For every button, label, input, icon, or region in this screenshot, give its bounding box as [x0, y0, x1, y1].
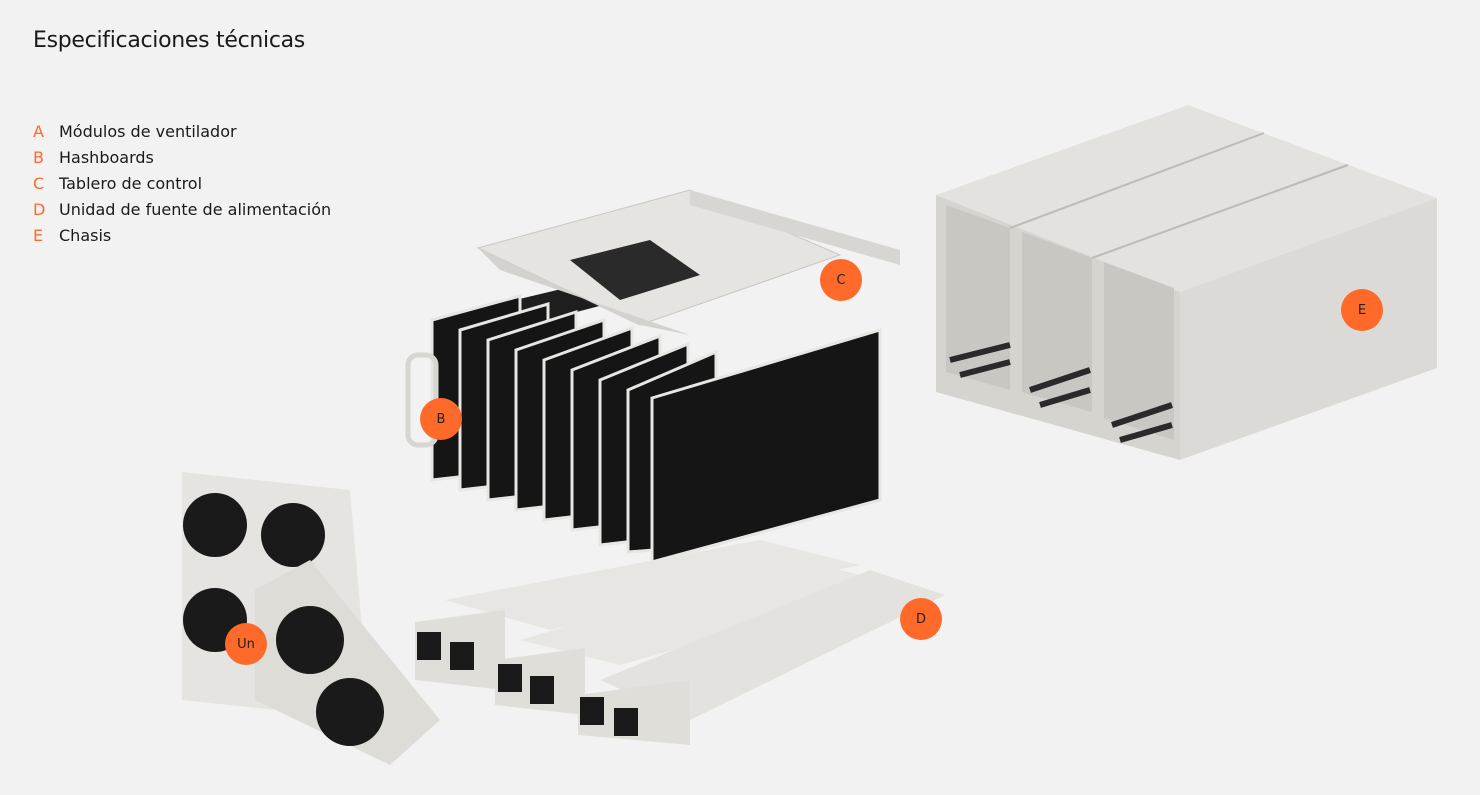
legend-item-psu[interactable]: D Unidad de fuente de alimentación — [33, 196, 331, 222]
legend-item-control-board[interactable]: C Tablero de control — [33, 170, 331, 196]
legend-letter: A — [33, 121, 44, 141]
marker-chassis[interactable]: E — [1341, 289, 1383, 331]
legend-label: Unidad de fuente de alimentación — [59, 199, 332, 219]
hashboards-image — [405, 275, 882, 564]
chassis-image — [936, 105, 1437, 460]
page-title: Especificaciones técnicas — [33, 28, 305, 53]
marker-hashboards[interactable]: B — [420, 398, 462, 440]
marker-power-supply[interactable]: D — [900, 598, 942, 640]
legend-item-fan-modules[interactable]: A Módulos de ventilador — [33, 118, 331, 144]
marker-fan-modules[interactable]: Un — [225, 623, 267, 665]
legend-label: Módulos de ventilador — [59, 121, 237, 141]
legend-item-hashboards[interactable]: B Hashboards — [33, 144, 331, 170]
legend-label: Hashboards — [59, 147, 154, 167]
legend-letter: D — [33, 199, 46, 219]
legend-label: Chasis — [59, 225, 112, 245]
legend-letter: B — [33, 147, 44, 167]
legend-item-chassis[interactable]: E Chasis — [33, 222, 331, 248]
fan-modules-image — [182, 472, 440, 765]
legend-letter: C — [33, 173, 45, 193]
legend-label: Tablero de control — [59, 173, 203, 193]
control-board-image — [476, 189, 900, 335]
legend-letter: E — [33, 225, 44, 245]
marker-control-board[interactable]: C — [820, 259, 862, 301]
component-legend: A Módulos de ventilador B Hashboards C Tabl… — [33, 118, 331, 248]
power-supply-image — [415, 540, 945, 745]
